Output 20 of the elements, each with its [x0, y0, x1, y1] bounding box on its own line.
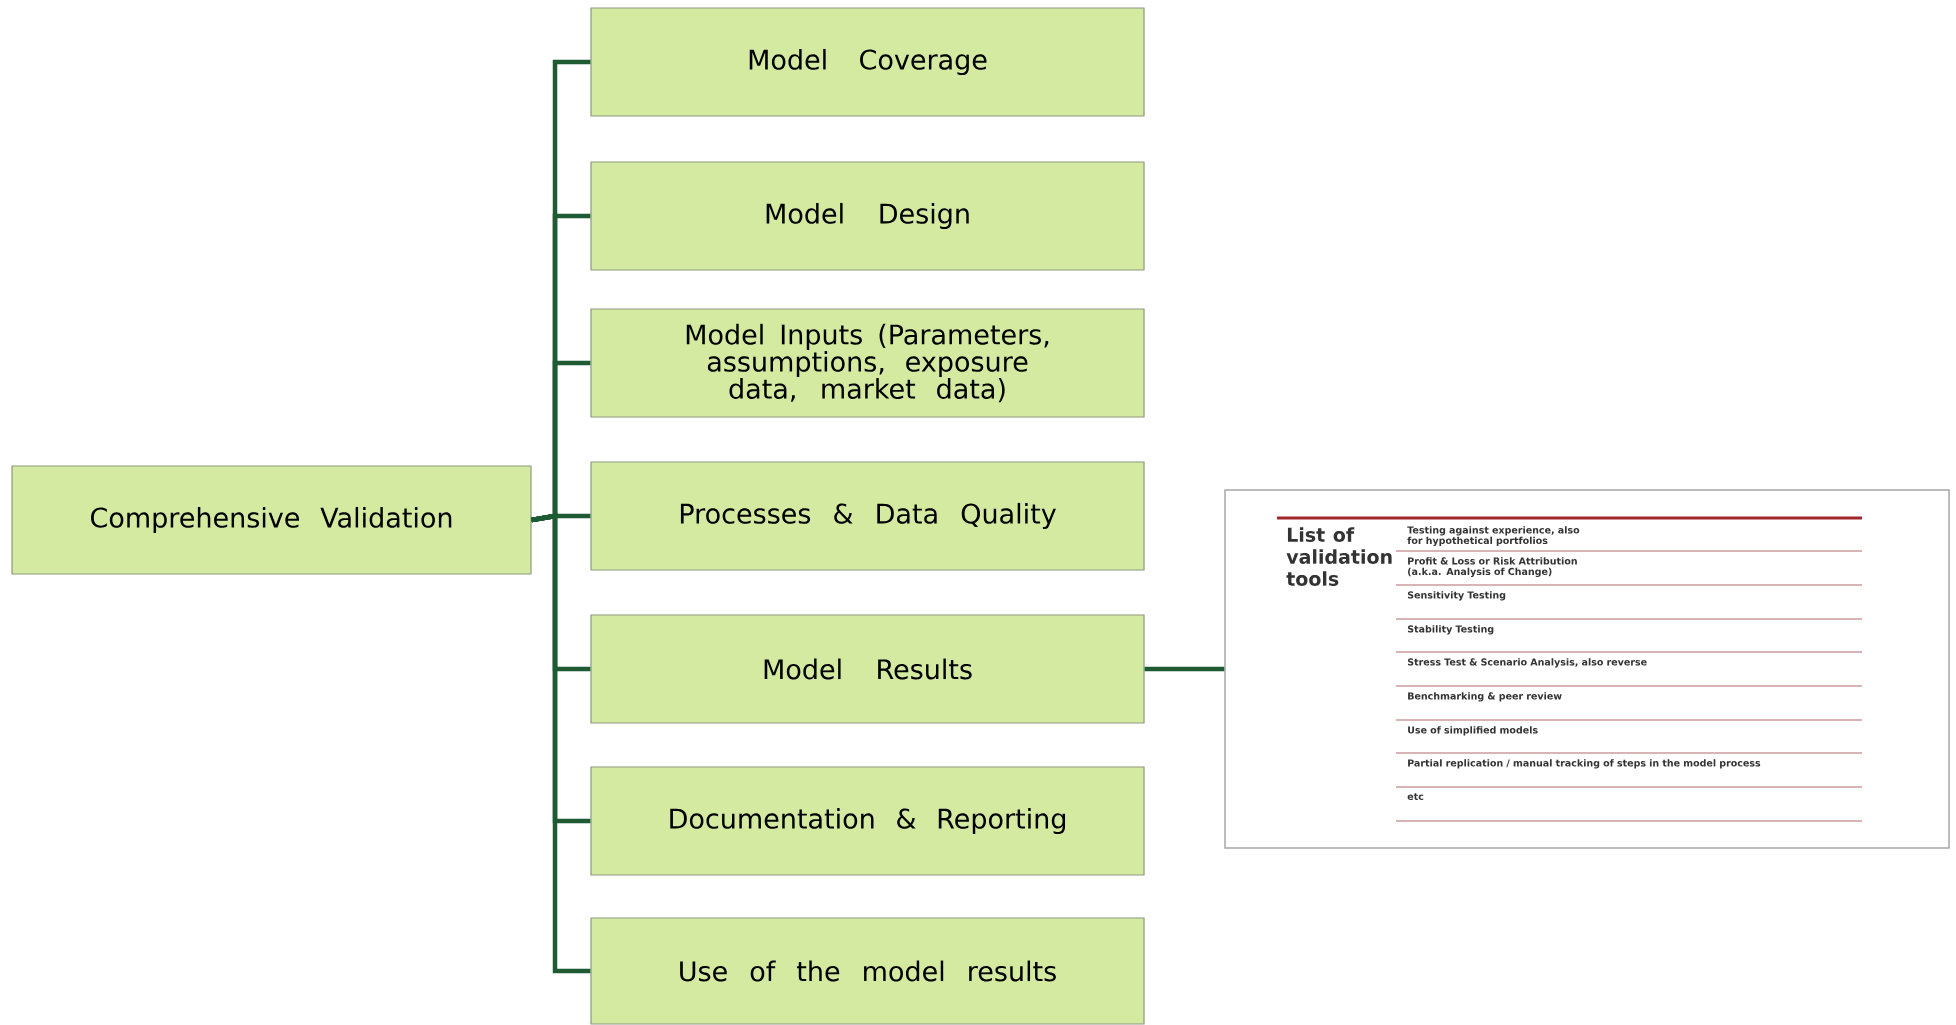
list-item: Testing against experience, also for hypothetical portfolios [1407, 526, 1580, 546]
process-box: Comprehensive Validation [11, 465, 532, 575]
list-item: Sensitivity Testing [1407, 591, 1506, 601]
list-item: etc [1407, 793, 1424, 800]
process-box: Model Inputs (Parameters, assumptions, exposure data, market data) [590, 308, 1145, 418]
connector-line [1144, 666, 1225, 672]
process-box: Model Design [590, 161, 1145, 271]
process-box: Use of the model results [590, 917, 1145, 1025]
list-item: Stability Testing [1407, 625, 1494, 635]
process-box: Processes & Data Quality [590, 461, 1145, 571]
list-item: Partial replication / manual tracking of steps in the model process [1408, 759, 1761, 769]
list-item: Stress Test & Scenario Analysis, also reverse [1407, 658, 1647, 668]
list-item: Profit & Loss or Risk Attribution (a.k.a. Analysis of Change) [1408, 557, 1577, 577]
heading: List of validation tools [1286, 527, 1392, 586]
list-item: Use of simplified models [1408, 726, 1538, 736]
connector-line [531, 513, 591, 974]
process-box: Model Coverage [590, 7, 1145, 117]
process-box: Model Results [590, 614, 1145, 724]
list-item: Benchmarking & peer review [1408, 692, 1562, 702]
process-box: Documentation & Reporting [590, 766, 1145, 876]
